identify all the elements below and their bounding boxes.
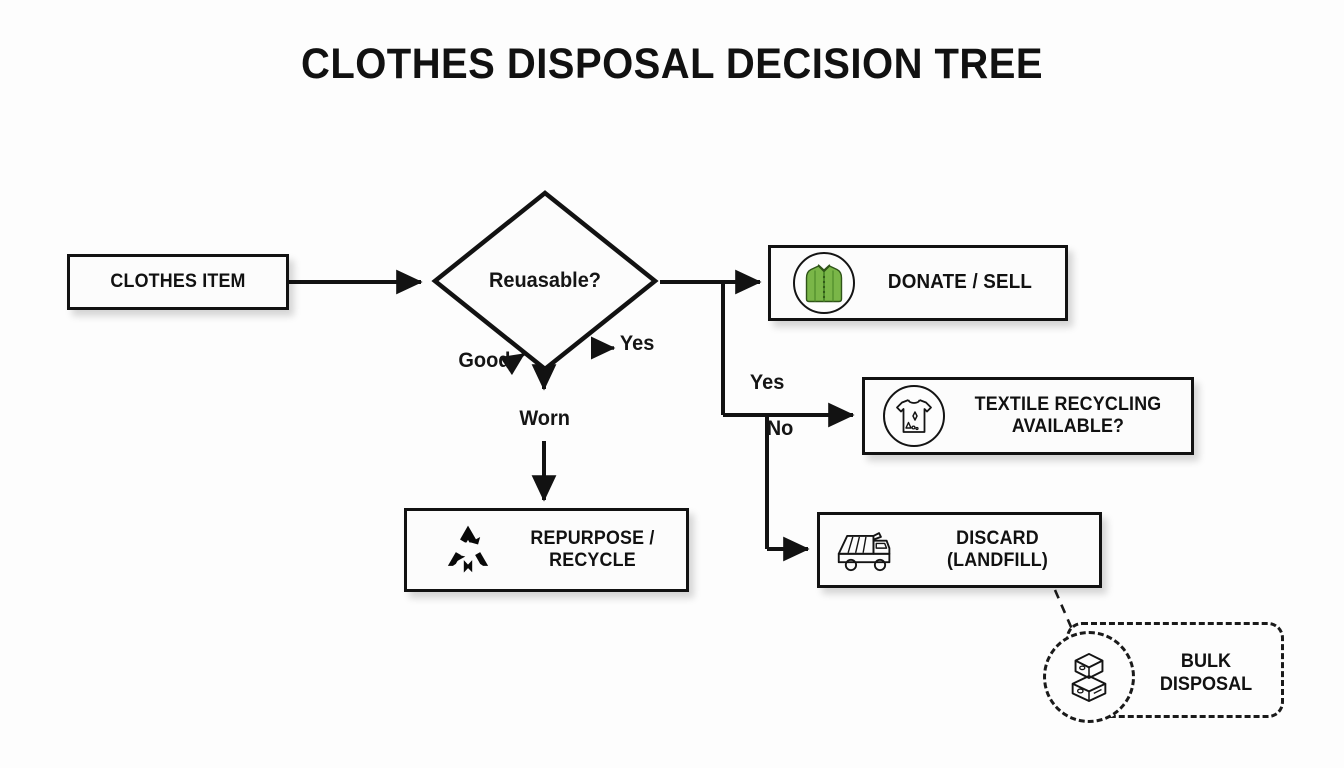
- node-textile-recycling-line1: TEXTILE RECYCLING: [974, 393, 1162, 415]
- recycle-symbol-icon: [437, 521, 499, 579]
- node-donate-sell[interactable]: DONATE / SELL: [768, 245, 1068, 321]
- edge-arrow-good-marker: [499, 352, 526, 376]
- worn-tshirt-icon: [883, 385, 945, 447]
- node-textile-recycling-line2: AVAILABLE?: [1011, 416, 1125, 437]
- node-textile-recycling[interactable]: TEXTILE RECYCLING AVAILABLE?: [862, 377, 1194, 455]
- node-discard-landfill-line1: DISCARD: [956, 527, 1039, 549]
- page-title: CLOTHES DISPOSAL DECISION TREE: [300, 40, 1044, 88]
- node-clothes-item[interactable]: CLOTHES ITEM: [67, 254, 289, 310]
- node-repurpose-recycle-line1: REPURPOSE /: [530, 527, 655, 549]
- node-repurpose-recycle[interactable]: REPURPOSE / RECYCLE: [404, 508, 689, 592]
- node-discard-landfill-line2: (LANDFILL): [946, 550, 1049, 571]
- node-reusable-label: Reuasable?: [488, 269, 601, 292]
- node-repurpose-recycle-label: REPURPOSE / RECYCLE: [505, 528, 681, 573]
- green-shirt-icon: [793, 252, 855, 314]
- stacked-boxes-icon: [1043, 631, 1135, 723]
- node-donate-sell-label: DONATE / SELL: [887, 271, 1033, 294]
- node-bulk-disposal-line2: DISPOSAL: [1159, 674, 1253, 695]
- node-discard-landfill[interactable]: DISCARD (LANDFILL): [817, 512, 1102, 588]
- node-repurpose-recycle-line2: RECYCLE: [549, 550, 636, 571]
- edge-label-yes-from-reusable: Yes: [619, 332, 655, 355]
- dump-truck-icon: [834, 521, 896, 579]
- node-clothes-item-label: CLOTHES ITEM: [110, 270, 246, 292]
- node-bulk-disposal[interactable]: BULK DISPOSAL: [1043, 622, 1284, 723]
- edge-label-no-branch: No: [766, 417, 794, 440]
- node-bulk-disposal-label: BULK DISPOSAL: [1135, 625, 1278, 721]
- edge-label-good: Good: [458, 349, 511, 372]
- node-discard-landfill-label: DISCARD (LANDFILL): [902, 528, 1093, 573]
- edge-label-worn: Worn: [519, 407, 570, 430]
- node-textile-recycling-label: TEXTILE RECYCLING AVAILABLE?: [952, 394, 1183, 439]
- edge-label-yes-branch: Yes: [749, 371, 785, 394]
- node-bulk-disposal-line1: BULK: [1180, 650, 1232, 672]
